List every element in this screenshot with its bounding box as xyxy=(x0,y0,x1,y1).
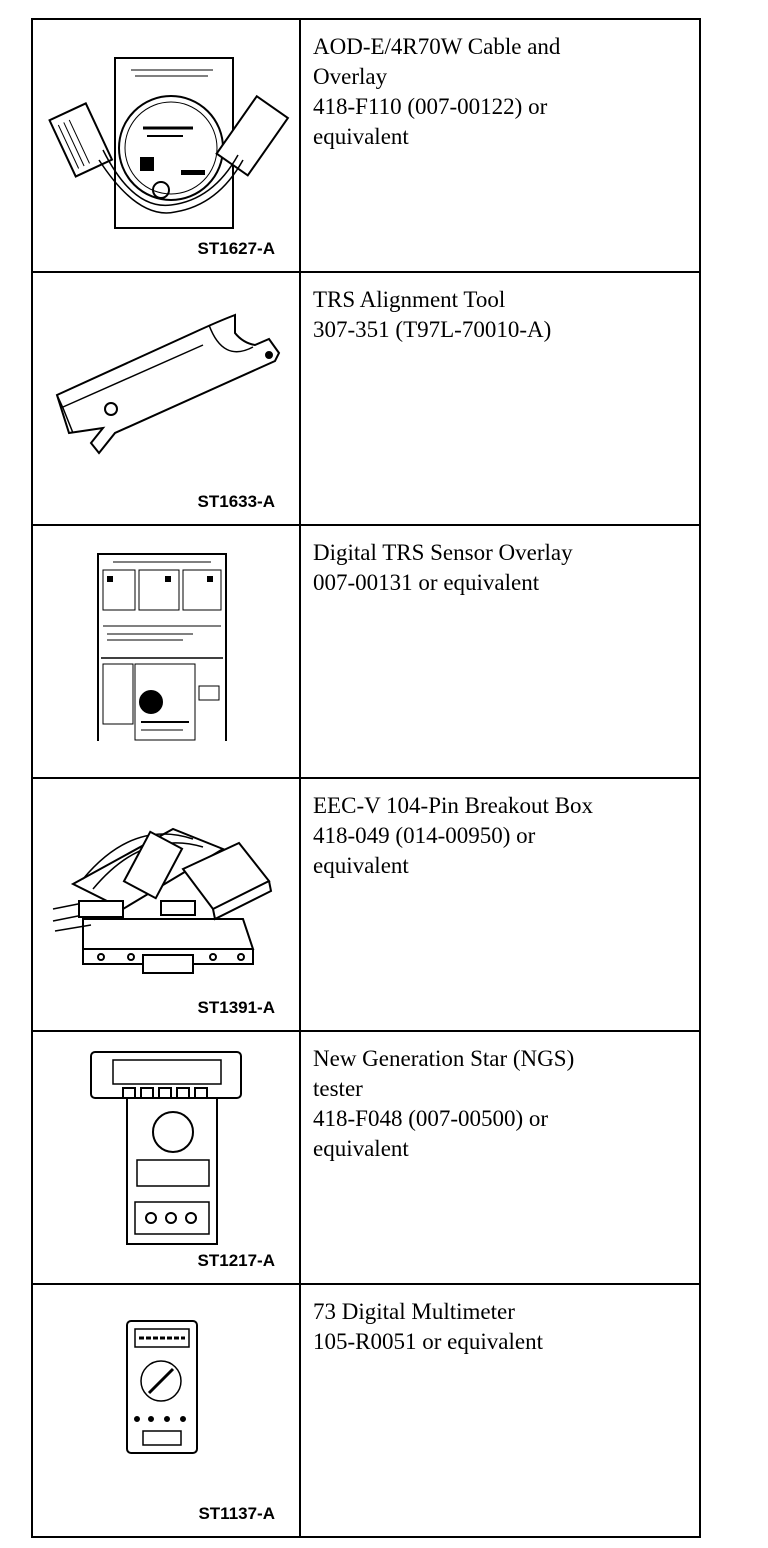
figure-code: ST1137-A xyxy=(198,1504,275,1523)
tool-number-line: 007-00131 or equivalent xyxy=(313,570,540,595)
tool-description-cell: AOD-E/4R70W Cable and Overlay 418-F110 (… xyxy=(299,18,701,273)
tool-row: ST1137-A 73 Digital Multimeter 105-R0051… xyxy=(31,1283,701,1538)
tool-name-line: AOD-E/4R70W Cable and xyxy=(313,34,561,59)
tool-number-line: 418-049 (014-00950) or xyxy=(313,823,536,848)
tool-description-cell: New Generation Star (NGS) tester 418-F04… xyxy=(299,1030,701,1285)
ngs-tester-illustration xyxy=(90,1051,242,1245)
multimeter-illustration xyxy=(126,1320,198,1454)
figure-code: ST1391-A xyxy=(197,998,275,1017)
tool-row: Digital TRS Sensor Overlay 007-00131 or … xyxy=(31,524,701,779)
breakout-box-illustration xyxy=(52,827,273,974)
special-tools-table: ST1627-A AOD-E/4R70W Cable and Overlay 4… xyxy=(31,18,701,1538)
tool-image-cell: ST1137-A xyxy=(31,1283,301,1538)
alignment-tool-illustration xyxy=(55,313,281,455)
tool-name-line: New Generation Star (NGS) xyxy=(313,1046,575,1071)
tool-row: ST1627-A AOD-E/4R70W Cable and Overlay 4… xyxy=(31,18,701,273)
tool-row: ST1217-A New Generation Star (NGS) teste… xyxy=(31,1030,701,1285)
tool-name-line: TRS Alignment Tool xyxy=(313,287,506,312)
tool-image-cell: ST1627-A xyxy=(31,18,301,273)
figure-code: ST1217-A xyxy=(197,1251,275,1270)
tool-number-line: 418-F110 (007-00122) or xyxy=(313,94,548,119)
tool-number-line: 307-351 (T97L-70010-A) xyxy=(313,317,552,342)
tool-name-line: tester xyxy=(313,1076,363,1101)
tool-name-line: 73 Digital Multimeter xyxy=(313,1299,515,1324)
tool-image-cell: ST1391-A xyxy=(31,777,301,1032)
tool-image-cell xyxy=(31,524,301,779)
tool-number-line: equivalent xyxy=(313,1136,409,1161)
tool-number-line: 418-F048 (007-00500) or xyxy=(313,1106,549,1131)
tool-name-line: Overlay xyxy=(313,64,388,89)
tool-number-line: 105-R0051 or equivalent xyxy=(313,1329,543,1354)
tool-number-line: equivalent xyxy=(313,853,409,878)
sensor-overlay-illustration xyxy=(97,553,227,741)
tool-number-line: equivalent xyxy=(313,124,409,149)
tool-row: ST1633-A TRS Alignment Tool 307-351 (T97… xyxy=(31,271,701,526)
tool-description-cell: EEC-V 104-Pin Breakout Box 418-049 (014-… xyxy=(299,777,701,1032)
tool-image-cell: ST1217-A xyxy=(31,1030,301,1285)
figure-code: ST1627-A xyxy=(197,239,275,258)
tool-description-cell: Digital TRS Sensor Overlay 007-00131 or … xyxy=(299,524,701,779)
figure-code: ST1633-A xyxy=(197,492,275,511)
tool-description-cell: TRS Alignment Tool 307-351 (T97L-70010-A… xyxy=(299,271,701,526)
tool-name-line: Digital TRS Sensor Overlay xyxy=(313,540,573,565)
cable-overlay-illustration xyxy=(48,57,290,229)
tool-image-cell: ST1633-A xyxy=(31,271,301,526)
tool-row: ST1391-A EEC-V 104-Pin Breakout Box 418-… xyxy=(31,777,701,1032)
tool-name-line: EEC-V 104-Pin Breakout Box xyxy=(313,793,594,818)
tool-description-cell: 73 Digital Multimeter 105-R0051 or equiv… xyxy=(299,1283,701,1538)
